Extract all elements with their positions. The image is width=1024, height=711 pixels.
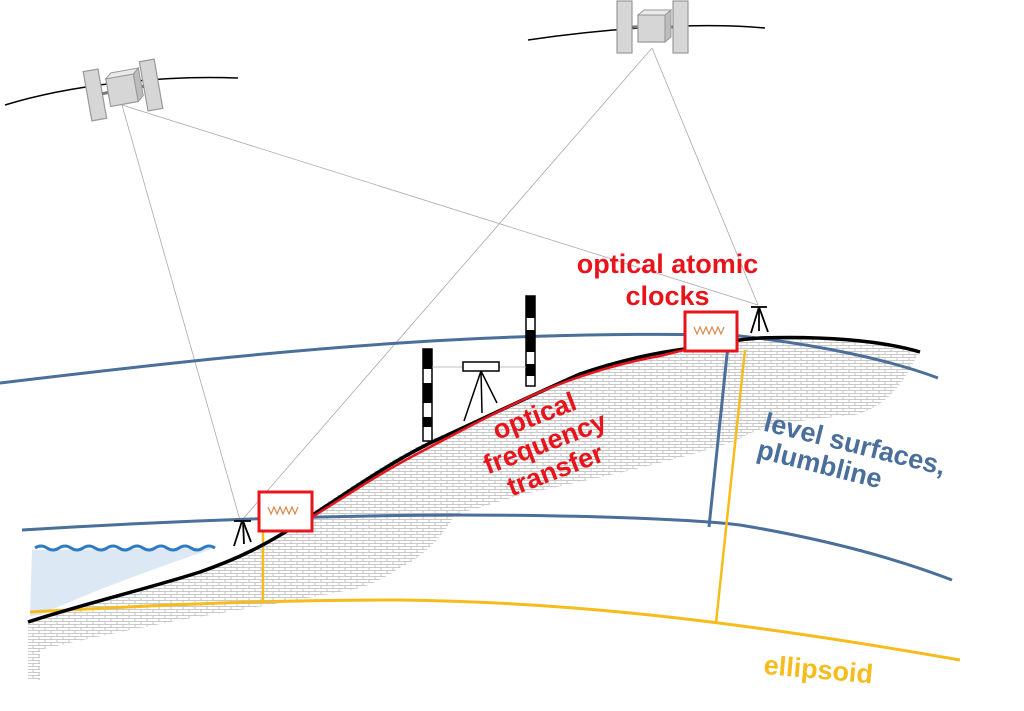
water-surface: [34, 544, 216, 552]
label-line: clocks: [625, 281, 710, 311]
satellite-icon: [82, 58, 164, 122]
soil-lower-band: [40, 515, 455, 650]
optical-clock-icon: [683, 310, 739, 353]
satellite-icon: [616, 0, 689, 54]
level-surface-lower: [21, 513, 953, 582]
terrain-surface: [27, 335, 921, 624]
optical-fiber-link: [311, 347, 689, 519]
ellipsoid-line: [29, 598, 961, 662]
gnss-tripod-icon: [750, 306, 769, 334]
ellipsoid-normal-right: [714, 349, 747, 624]
leveling-instrument-icon: [432, 361, 526, 422]
gnss-tripod-icon: [233, 520, 252, 547]
leveling-rod-icon: [422, 348, 433, 442]
water-body: [30, 548, 215, 616]
optical-atomic-clocks-label: optical atomic clocks: [560, 248, 775, 312]
satellite-sight-lines: [121, 47, 759, 521]
optical-clock-icon: [257, 490, 314, 533]
level-surface-upper: [0, 332, 939, 385]
label-line: optical atomic: [576, 249, 759, 279]
leveling-rod-icon: [525, 295, 536, 387]
plumbline: [707, 344, 730, 528]
